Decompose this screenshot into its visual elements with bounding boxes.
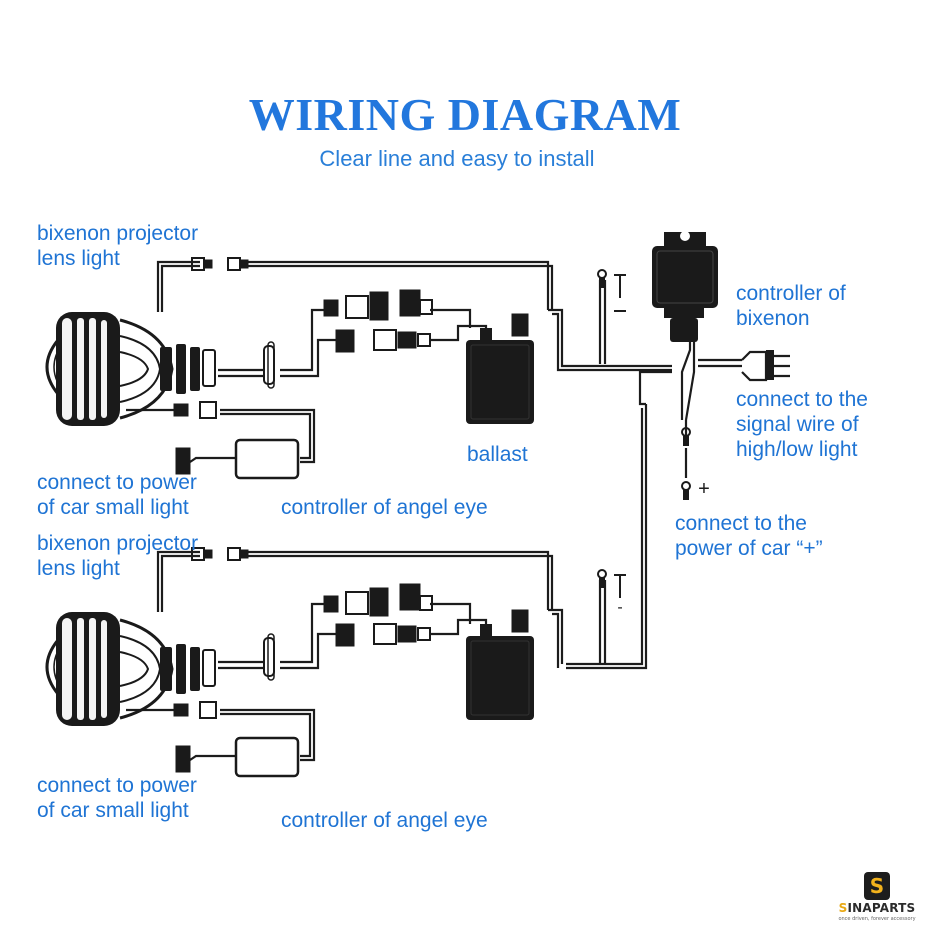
bottom-grommet [263,633,275,681]
label-signal-line1: connect to the [736,388,868,411]
bottom-ballast-unit [465,623,535,721]
label-top-small-light-line1: connect to power [37,471,197,494]
controller-of-bixenon-unit [652,231,718,342]
label-power-line2: power of car “+” [675,537,823,560]
diagram-title: WIRING DIAGRAM [248,89,682,140]
logo-mark: S [864,872,890,900]
label-signal-line2: signal wire of [736,413,859,436]
label-power-line1: connect to the [675,512,807,535]
top-angel-eye-controller-box [234,438,300,480]
label-bottom-projector-line1: bixenon projector [37,532,199,555]
label-bottom-small-light-line1: connect to power [37,774,197,797]
label-ballast: ballast [467,443,528,466]
plug-connector-3pin [766,350,774,380]
bottom-angel-eye-controller-box [234,736,300,778]
top-ballast-unit [465,327,535,425]
logo-name: SINAPARTS [838,901,916,915]
plus-sign: + [698,478,710,500]
label-bottom-small-light-line2: of car small light [37,799,189,822]
minus-sign-top: − [615,303,624,320]
label-bottom-projector-line2: lens light [37,557,120,580]
wire-harness-bottom [126,550,607,762]
ground-terminal-top [597,269,626,312]
label-top-projector-line1: bixenon projector [37,222,199,245]
sinaparts-logo: S SINAPARTS once driven, forever accesso… [832,872,922,924]
top-connectors [173,257,529,475]
label-bottom-angel-eye: controller of angel eye [281,809,488,832]
diagram-subtitle: Clear line and easy to install [319,146,595,171]
logo-tagline: once driven, forever accessory [838,916,916,922]
wire-harness-top [126,260,790,670]
label-top-angel-eye: controller of angel eye [281,496,488,519]
top-grommet [263,341,275,389]
bottom-connectors [173,547,529,773]
ground-terminal-bottom [597,569,626,598]
label-bixenon-controller-line2: bixenon [736,307,810,330]
label-top-projector-line2: lens light [37,247,120,270]
label-signal-line3: high/low light [736,438,858,461]
label-bixenon-controller-line1: controller of [736,282,846,305]
label-top-small-light-line2: of car small light [37,496,189,519]
minus-sign-bottom: - [617,599,622,616]
